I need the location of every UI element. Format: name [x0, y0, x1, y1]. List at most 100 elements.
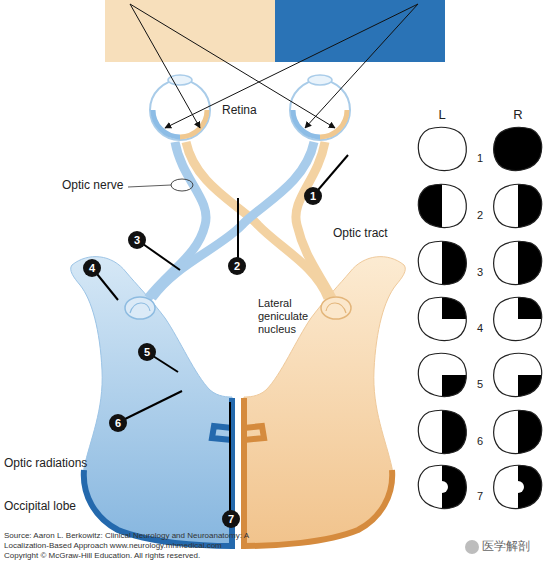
structure-label: Occipital lobe: [4, 499, 76, 513]
field-map: [494, 181, 547, 233]
field-map: [518, 181, 547, 233]
left-lgn: [125, 297, 155, 319]
light-ray: [130, 4, 200, 128]
field-number: 7: [470, 490, 490, 503]
left-optic-radiation: [71, 257, 232, 546]
left-occipital-cortex: [84, 398, 232, 546]
right-visual-field: [275, 0, 445, 62]
field-defect: [415, 181, 442, 233]
light-ray: [165, 4, 418, 128]
field-map: [491, 124, 547, 176]
nasal-fibers-right-eye: [152, 142, 314, 298]
right-occipital-cortex: [244, 398, 392, 546]
right-lens: [308, 75, 332, 85]
field-number: 3: [470, 266, 490, 279]
field-map: [418, 294, 471, 341]
light-ray: [305, 4, 418, 128]
field-map: [418, 238, 471, 290]
watermark-icon: [465, 540, 479, 554]
field-number: 6: [470, 435, 490, 448]
field-background: [418, 127, 466, 170]
leader-line: [128, 185, 171, 187]
field-outline: [494, 127, 542, 170]
field-map: [518, 238, 547, 290]
field-outline: [418, 353, 466, 396]
callout-text: 2: [234, 257, 240, 275]
field-map: [418, 462, 471, 514]
callout-number: 3: [128, 231, 146, 249]
field-map: [436, 462, 471, 514]
field-map: [518, 407, 547, 459]
field-map: [415, 181, 466, 233]
field-map: [518, 375, 547, 402]
lesion-line: [143, 244, 180, 270]
lesion-line: [229, 402, 231, 511]
field-outline: [418, 241, 466, 284]
field-outline: [494, 241, 542, 284]
field-outline: [494, 410, 542, 453]
source-note: Source: Aaron L. Berkowitz: Clinical Neu…: [4, 531, 254, 561]
eye-column-label: L: [427, 107, 457, 123]
structure-label: Optic nerve: [62, 178, 123, 192]
field-map: [491, 124, 547, 176]
left-visual-field: [105, 0, 275, 62]
callout-number: 6: [109, 414, 127, 432]
right-eye-temporal-retina: [320, 110, 347, 137]
field-outline: [418, 465, 466, 508]
field-defect: [491, 124, 547, 176]
left-lgn-fold: [130, 303, 150, 313]
field-defect: [518, 238, 547, 290]
callout-number: 5: [138, 343, 156, 361]
field-background: [494, 353, 542, 396]
field-map: [494, 462, 547, 514]
field-defect: [518, 181, 547, 233]
callout-number: 1: [304, 187, 322, 205]
callout-text: 4: [89, 259, 95, 277]
field-map: [418, 353, 471, 402]
callout-text: 3: [134, 231, 140, 249]
field-number: 5: [470, 378, 490, 391]
callout-text: 7: [228, 510, 234, 528]
lesion-line: [318, 155, 348, 190]
watermark: 医学解剖: [482, 539, 530, 553]
field-map: [494, 353, 547, 402]
field-outline: [494, 297, 542, 340]
field-defect: [518, 375, 547, 402]
field-outline: [418, 297, 466, 340]
field-outline: [418, 410, 466, 453]
eye-column-label: R: [503, 107, 533, 123]
field-outline: [494, 184, 542, 227]
field-number: 1: [470, 152, 490, 165]
field-outline: [418, 184, 466, 227]
structure-label: Optic tract: [333, 226, 388, 240]
field-outline: [418, 127, 466, 170]
callout-number: 4: [83, 259, 101, 277]
field-map: [494, 407, 547, 459]
callout-text: 1: [310, 187, 316, 205]
callout-number: 2: [228, 257, 246, 275]
lesion-line: [153, 356, 178, 372]
macular-sparing: [512, 481, 524, 493]
field-outline: [494, 353, 542, 396]
callout-text: 5: [144, 343, 150, 361]
structure-label: Optic radiations: [4, 456, 87, 470]
structure-label: Lateral geniculate nucleus: [258, 297, 322, 336]
callout-number: 7: [222, 510, 240, 528]
field-outline: [494, 465, 542, 508]
right-lgn: [321, 297, 351, 319]
field-map: [418, 127, 466, 170]
callout-text: 6: [115, 414, 121, 432]
left-lens: [168, 75, 192, 85]
field-map: [415, 181, 442, 233]
right-lgn-fold: [326, 303, 346, 313]
field-number: 4: [470, 322, 490, 335]
field-number: 2: [470, 209, 490, 222]
light-ray: [130, 4, 335, 128]
structure-label: Retina: [222, 103, 257, 117]
right-eye-nasal-retina: [293, 110, 320, 137]
field-map: [494, 238, 547, 290]
lesion-line: [123, 391, 182, 420]
left-eye-temporal-retina: [153, 110, 180, 137]
